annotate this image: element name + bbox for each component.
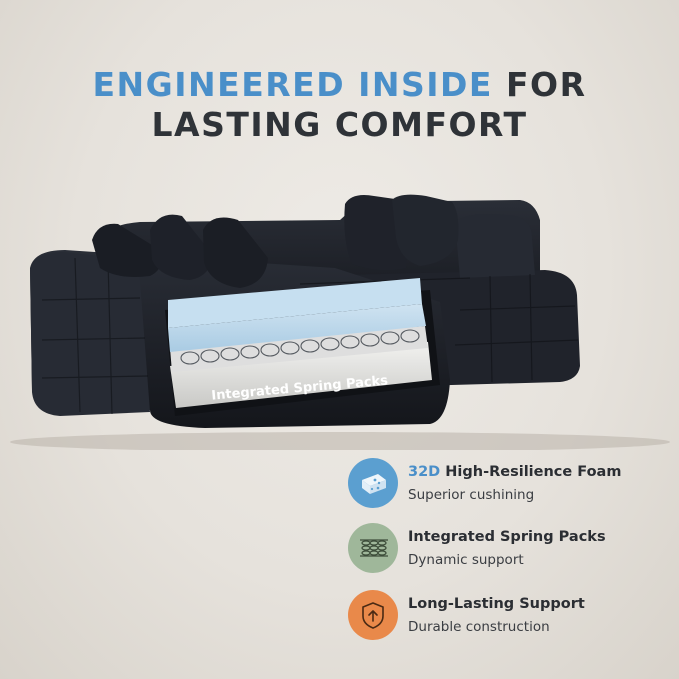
feature-2-title: Integrated Spring Packs bbox=[408, 529, 606, 545]
feature-2-subtitle: Dynamic support bbox=[408, 552, 524, 568]
headline-rest: FOR bbox=[505, 65, 587, 104]
floor-shadow bbox=[10, 432, 670, 450]
feature-3-title: Long-Lasting Support bbox=[408, 596, 585, 612]
pillow bbox=[392, 194, 459, 266]
feature-1-title: High-Resilience Foam bbox=[445, 464, 622, 480]
sofa-cutaway-illustration: Integrated Spring Packs bbox=[10, 194, 670, 450]
sofa-right-arm bbox=[455, 214, 535, 278]
feature-support: Long-Lasting Support Durable constructio… bbox=[348, 590, 678, 642]
feature-springs: Integrated Spring Packs Dynamic support bbox=[348, 523, 678, 575]
feature-3-subtitle: Durable construction bbox=[408, 619, 550, 635]
foam-top bbox=[168, 278, 422, 328]
pillow bbox=[92, 223, 162, 277]
feature-foam: 32D High-Resilience Foam Superior cushin… bbox=[348, 458, 678, 510]
foam-block bbox=[168, 304, 426, 352]
pillow bbox=[150, 214, 212, 280]
sofa-left-arm bbox=[30, 252, 150, 416]
headline-line-2: LASTING COMFORT bbox=[151, 105, 528, 144]
foam-block-icon bbox=[348, 458, 398, 508]
shield-arrow-icon bbox=[348, 590, 398, 640]
headline-line-1: ENGINEERED INSIDE FOR bbox=[0, 68, 679, 101]
feature-1-subtitle: Superior cushining bbox=[408, 487, 535, 503]
pillow bbox=[203, 217, 268, 288]
tufting-lines bbox=[41, 257, 579, 415]
spring-coil-icon bbox=[348, 523, 398, 573]
headline-accent: ENGINEERED INSIDE bbox=[92, 65, 493, 104]
base-layer bbox=[170, 342, 432, 408]
feature-1-highlight: 32D bbox=[408, 464, 441, 480]
spring-coils bbox=[180, 329, 420, 365]
